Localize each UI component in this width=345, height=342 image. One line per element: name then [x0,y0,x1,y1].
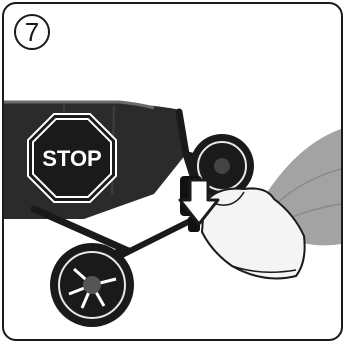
step-number-badge: 7 [14,14,50,50]
front-wheel-icon [50,243,134,327]
stop-sign-label: STOP [42,146,102,171]
stop-sign-icon: STOP [28,114,116,202]
step-number: 7 [25,17,39,48]
illustration: STOP [4,4,341,339]
instruction-panel: 7 [2,2,343,341]
